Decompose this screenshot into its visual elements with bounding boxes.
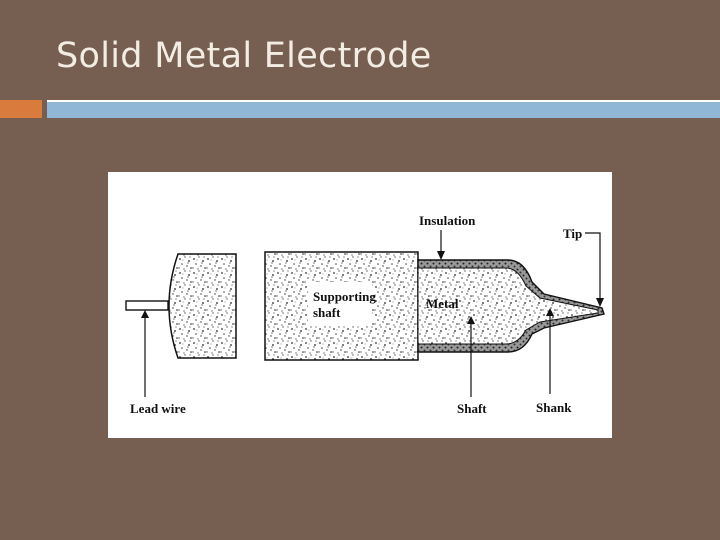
metal-label: Metal [426, 296, 459, 311]
insulation-label: Insulation [419, 213, 476, 228]
accent-bar [0, 100, 42, 118]
supporting-shaft-label-line1: Supporting [313, 289, 376, 304]
shank-pointer-head [546, 308, 554, 316]
electrode-diagram: Insulation Tip Supporting shaft Metal Le… [108, 172, 612, 438]
lead-wire-label: Lead wire [130, 401, 186, 416]
tip-pointer [585, 232, 601, 302]
title-rule-bar [47, 100, 720, 118]
insulation-pointer-head [437, 251, 445, 260]
metal-core-shape [417, 267, 599, 345]
shaft-label: Shaft [457, 401, 487, 416]
title-rule-fill [47, 102, 720, 118]
tip-label: Tip [563, 226, 582, 241]
supporting-shaft-label-bg [308, 282, 372, 326]
slide-title: Solid Metal Electrode [56, 36, 432, 76]
tip-pointer-head [596, 298, 604, 307]
shaft-pointer-head [467, 316, 475, 324]
left-block-shape [168, 253, 237, 359]
title-rule-line [47, 100, 720, 102]
lead-wire-pointer-head [141, 310, 149, 318]
electrode-svg: Insulation Tip Supporting shaft Metal Le… [125, 213, 605, 416]
supporting-shaft-label-line2: shaft [313, 305, 341, 320]
lead-wire-shape [125, 300, 169, 311]
shank-label: Shank [536, 400, 572, 415]
